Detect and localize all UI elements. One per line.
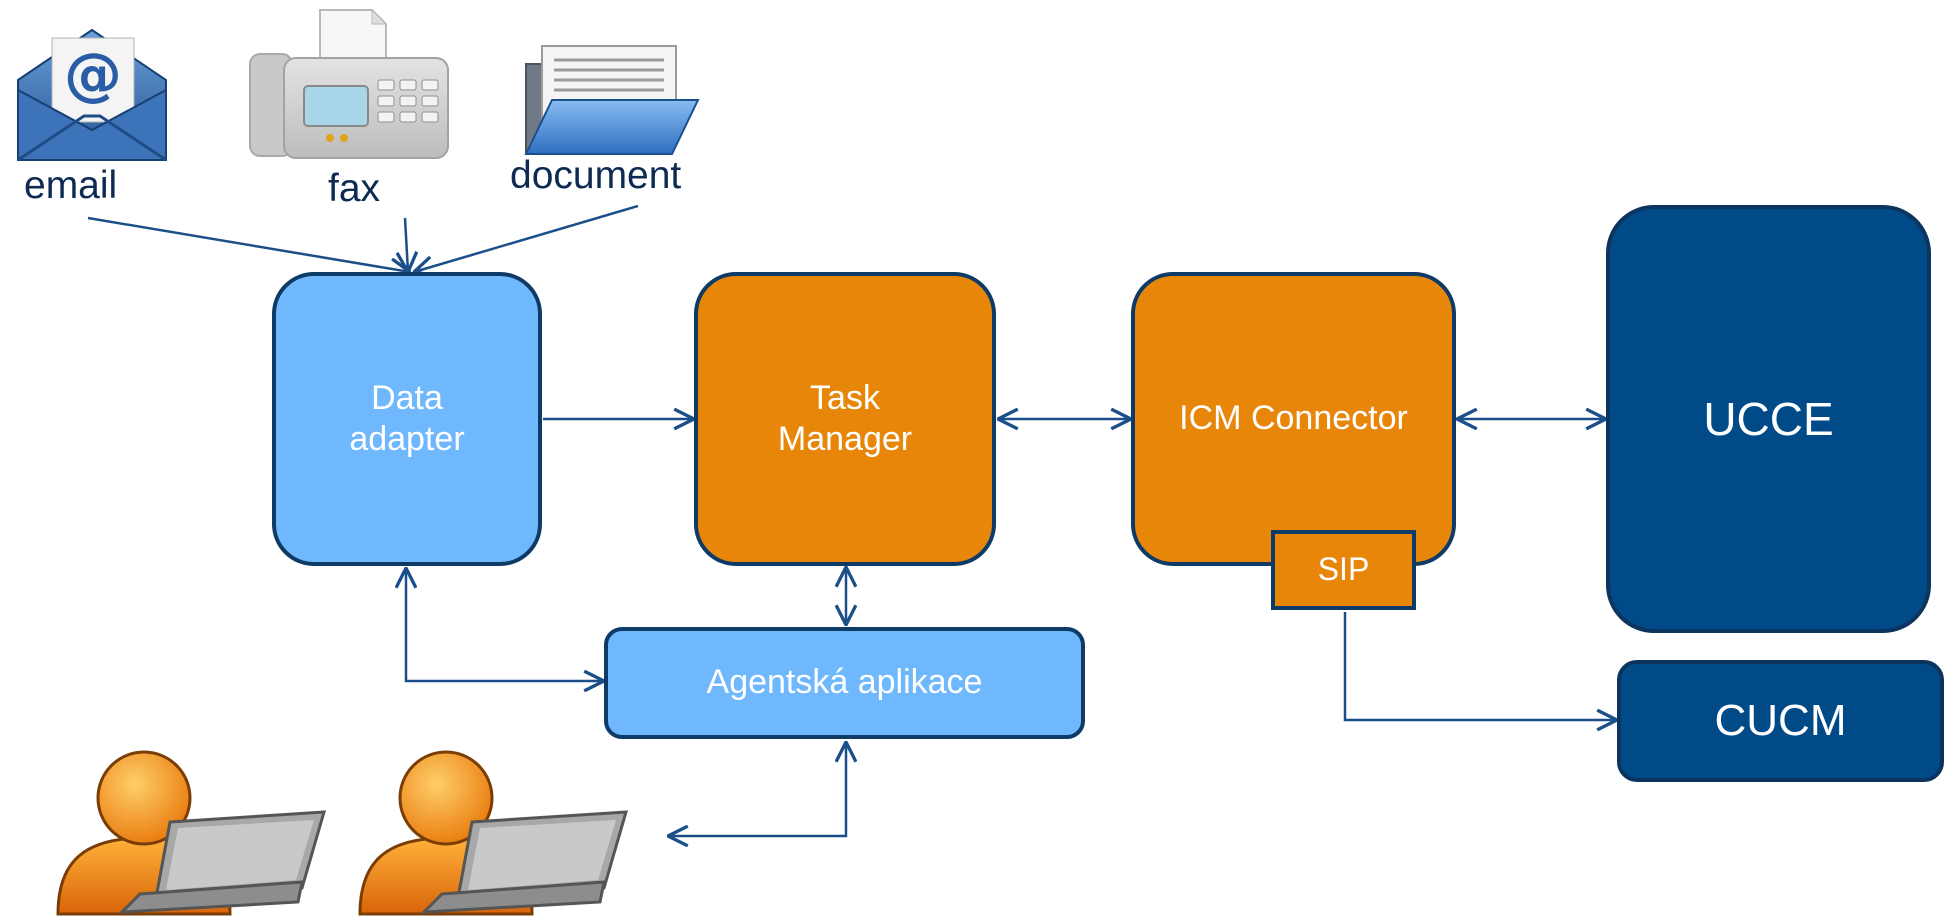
agent-app-box: Agentská aplikace [604,627,1085,739]
sip-box: SIP [1271,530,1416,610]
email-icon: @ [12,18,172,168]
fax-icon [244,6,452,166]
sip-label: SIP [1317,551,1370,588]
svg-text:@: @ [64,40,122,108]
agent-with-laptop-icon [354,742,636,918]
email-label: email [24,164,118,207]
document-folder-icon [522,40,700,160]
cucm-box: CUCM [1617,660,1944,782]
icm-connector-label: ICM Connector [1179,399,1408,438]
cucm-label: CUCM [1714,696,1847,746]
ucce-box: UCCE [1606,205,1931,633]
ucce-label: UCCE [1703,392,1834,445]
sip-cucm-arrow [1343,612,1617,720]
task-manager-label: Task Manager [777,378,913,458]
document-label: document [510,154,682,197]
data-adapter-label: Data adapter [349,378,465,458]
agentapp-agents-arrow [668,742,846,836]
data-adapter-box: Data adapter [272,272,542,566]
task-manager-box: Task Manager [694,272,996,566]
adapter-agentapp-arrow [406,568,604,681]
agent-with-laptop-icon [52,742,334,918]
document-to-adapter-arrow [414,204,639,272]
fax-label: fax [328,167,381,210]
icm-connector-box: ICM Connector [1131,272,1456,566]
agent-app-label: Agentská aplikace [706,663,983,702]
fax-to-adapter-arrow [405,217,408,272]
email-to-adapter-arrow [87,216,410,272]
